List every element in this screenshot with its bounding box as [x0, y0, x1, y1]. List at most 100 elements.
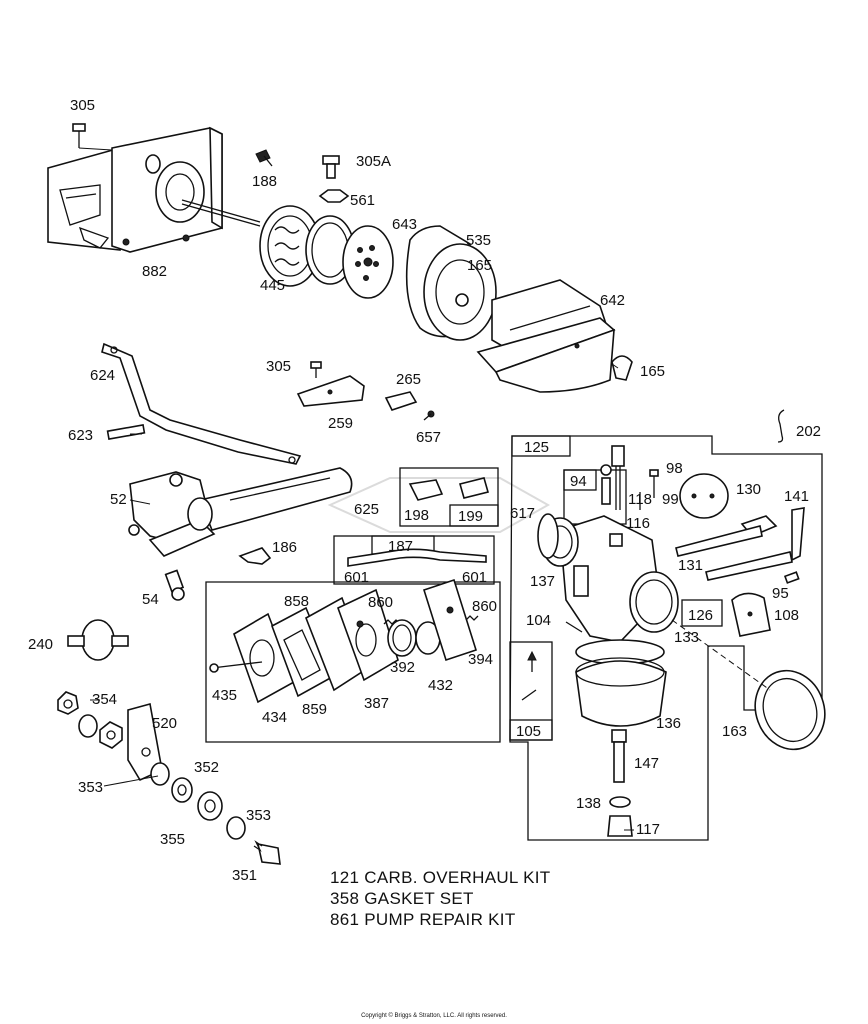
briggs-stratton-watermark — [327, 477, 551, 533]
label-625: 625 — [354, 501, 379, 518]
label-445: 445 — [260, 277, 285, 294]
label-125: 125 — [524, 439, 549, 456]
spacer-355 — [197, 791, 223, 821]
label-130: 130 — [736, 481, 761, 498]
label-858: 858 — [284, 593, 309, 610]
label-147: 147 — [634, 755, 659, 772]
label-165: 165 — [467, 257, 492, 274]
label-435: 435 — [212, 687, 237, 704]
kit-item: 358 GASKET SET — [330, 889, 474, 908]
carburetor-box — [509, 435, 823, 841]
label-860a: 860 — [368, 594, 393, 611]
kit-item: 861 PUMP REPAIR KIT — [330, 910, 516, 929]
adapter-617 — [537, 513, 559, 559]
label-305A: 305A — [356, 153, 391, 170]
lockwasher-353a — [78, 714, 98, 738]
spring-860b — [465, 615, 479, 621]
label-520: 520 — [152, 715, 177, 732]
fitting-54 — [164, 569, 185, 601]
elbow-186 — [238, 547, 272, 565]
label-163: 163 — [722, 723, 747, 740]
label-305-mid: 305 — [266, 358, 291, 375]
label-98: 98 — [666, 460, 683, 477]
pump-body-387 — [337, 588, 399, 682]
label-133: 133 — [674, 629, 699, 646]
bolt-305-middle — [310, 361, 322, 378]
label-136: 136 — [656, 715, 681, 732]
label-186: 186 — [272, 539, 297, 556]
nut-354 — [57, 691, 79, 715]
label-561: 561 — [350, 192, 375, 209]
label-116: 116 — [626, 515, 650, 532]
label-354: 354 — [92, 691, 117, 708]
label-126: 126 — [688, 607, 713, 624]
label-202: 202 — [796, 423, 821, 440]
pin-104 — [565, 621, 583, 633]
seal-163 — [754, 669, 826, 751]
label-601a: 601 — [344, 569, 369, 586]
label-265: 265 — [396, 371, 421, 388]
leader-lines — [90, 363, 634, 831]
label-259: 259 — [328, 415, 353, 432]
label-859: 859 — [302, 701, 327, 718]
label-642: 642 — [600, 292, 625, 309]
label-141: 141 — [784, 488, 809, 505]
label-187: 187 — [388, 538, 413, 555]
label-117: 117 — [636, 821, 660, 838]
screw-351 — [253, 840, 281, 865]
lockwasher-353-mid — [150, 762, 170, 786]
throttle-shaft-131 — [675, 525, 793, 581]
nut-354b — [99, 721, 123, 749]
screw-188 — [255, 149, 273, 167]
copyright-notice: Copyright © Briggs & Stratton, LLC. All … — [361, 1013, 507, 1019]
air-cleaner-base-plate-882 — [47, 126, 223, 253]
label-623: 623 — [68, 427, 93, 444]
box-198-199 — [399, 467, 499, 527]
label-188: 188 — [252, 173, 277, 190]
label-240: 240 — [28, 636, 53, 653]
label-643: 643 — [392, 216, 417, 233]
label-535: 535 — [466, 232, 491, 249]
label-657: 657 — [416, 429, 441, 446]
label-198: 198 — [404, 507, 429, 524]
screw-657 — [423, 410, 435, 421]
spring-tube-625 — [187, 467, 353, 531]
label-601b: 601 — [462, 569, 487, 586]
plate-394 — [423, 578, 477, 662]
label-394: 394 — [468, 651, 493, 668]
lockwasher-353b — [226, 816, 246, 840]
air-filter-cartridge-535 — [405, 225, 497, 341]
label-305: 305 — [70, 97, 95, 114]
fitting-199 — [459, 477, 489, 499]
label-434: 434 — [262, 709, 287, 726]
pin-623 — [106, 424, 146, 440]
wire-202 — [777, 409, 785, 443]
box-126 — [681, 599, 723, 627]
part-number-labels: 305 305A 188 561 643 535 165 642 882 445… — [28, 97, 821, 884]
shutoff-valve-240 — [67, 619, 129, 661]
fuel-pump-box — [205, 581, 501, 743]
fitting-198 — [408, 479, 444, 501]
label-353b: 353 — [246, 807, 271, 824]
label-387: 387 — [364, 695, 389, 712]
label-624: 624 — [90, 367, 115, 384]
label-54: 54 — [142, 591, 159, 608]
throttle-plate-130 — [679, 473, 729, 519]
needle-assy-118 — [600, 445, 625, 510]
air-cleaner-cover-642 — [476, 279, 616, 393]
bowl-screw-147 — [611, 729, 627, 783]
screw-98 — [649, 469, 659, 498]
float-bowl-136 — [575, 657, 667, 727]
ring-392 — [387, 619, 417, 657]
label-882: 882 — [142, 263, 167, 280]
label-432: 432 — [428, 677, 453, 694]
label-118: 118 — [628, 491, 652, 508]
gasket-643 — [305, 215, 355, 285]
knob-165 — [611, 355, 633, 381]
label-617: 617 — [510, 505, 535, 522]
label-99: 99 — [662, 491, 679, 508]
label-138: 138 — [576, 795, 601, 812]
label-95: 95 — [772, 585, 789, 602]
screw-305A — [322, 155, 340, 179]
